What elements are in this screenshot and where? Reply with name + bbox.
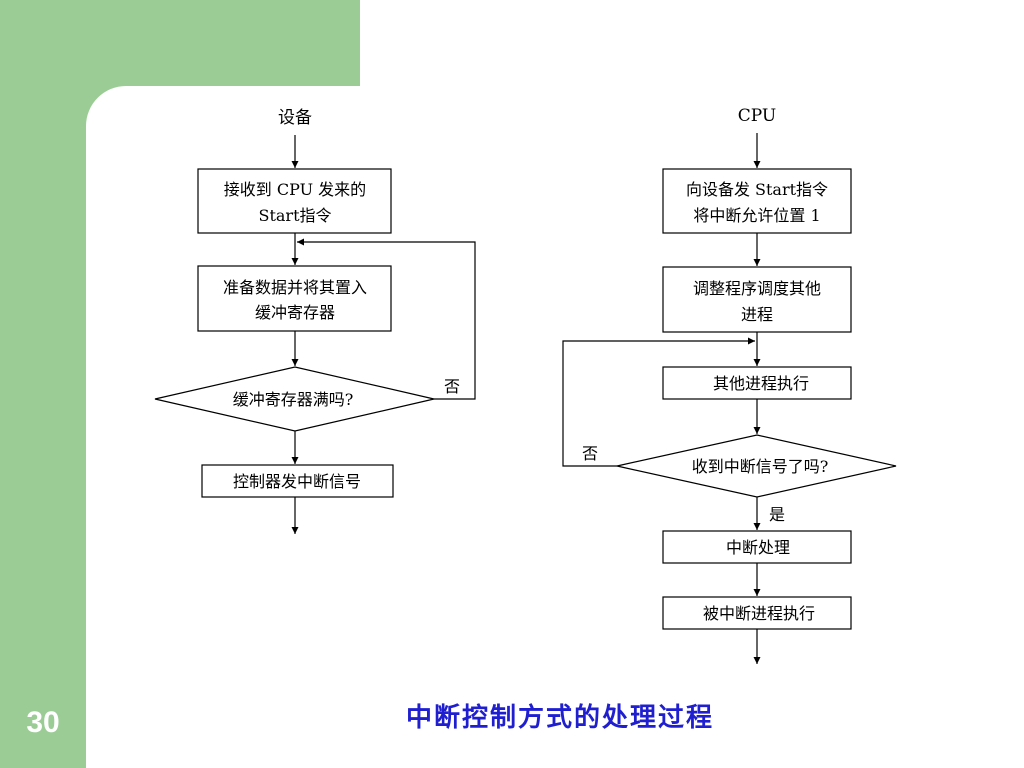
cpu-step-interrupt-handling — [662, 530, 852, 564]
cpu-step1-line1: 向设备发 Start指令 — [686, 180, 828, 199]
cpu-flowchart: CPU 向设备发 Start指令 将中断允许位置 1 调整程序调度其他 进程 其… — [562, 106, 897, 664]
cpu-step-send-start — [662, 168, 852, 234]
device-step-receive-start — [197, 168, 392, 234]
device-start-label: 设备 — [278, 108, 312, 128]
device-no-label: 否 — [444, 377, 460, 396]
cpu-start-label: CPU — [738, 106, 776, 126]
device-flowchart: 设备 接收到 CPU 发来的 Start指令 准备数据并将其置入 缓冲寄存器 缓… — [154, 108, 476, 534]
cpu-decision-interrupt-received — [616, 434, 897, 498]
page-number: 30 — [26, 706, 60, 739]
cpu-step3-label: 其他进程执行 — [713, 374, 809, 393]
device-step1-line1: 接收到 CPU 发来的 — [224, 180, 366, 199]
cpu-step-resume-process — [662, 596, 852, 630]
device-step-prepare-data — [197, 265, 392, 332]
device-step3-label: 控制器发中断信号 — [233, 472, 361, 491]
cpu-yes-label: 是 — [769, 505, 785, 524]
cpu-step2-line2: 进程 — [741, 305, 773, 324]
cpu-decision-label: 收到中断信号了吗? — [692, 457, 829, 476]
device-step2-line2: 缓冲寄存器 — [255, 303, 335, 322]
cpu-step1-line2: 将中断允许位置 1 — [693, 206, 820, 225]
cpu-no-loop — [562, 337, 755, 467]
cpu-step5-label: 被中断进程执行 — [703, 604, 815, 623]
cpu-no-label: 否 — [582, 444, 598, 463]
header-block — [360, 0, 1024, 86]
cpu-step2-line1: 调整程序调度其他 — [693, 279, 821, 298]
slide-caption: 中断控制方式的处理过程 — [405, 703, 714, 733]
device-step2-line1: 准备数据并将其置入 — [223, 278, 367, 297]
cpu-step-reschedule — [662, 266, 852, 333]
device-no-loop — [297, 238, 476, 400]
cpu-step4-label: 中断处理 — [726, 538, 790, 557]
device-step-interrupt-signal — [201, 464, 394, 498]
device-step1-line2: Start指令 — [258, 206, 331, 225]
device-decision-label: 缓冲寄存器满吗? — [233, 390, 354, 409]
